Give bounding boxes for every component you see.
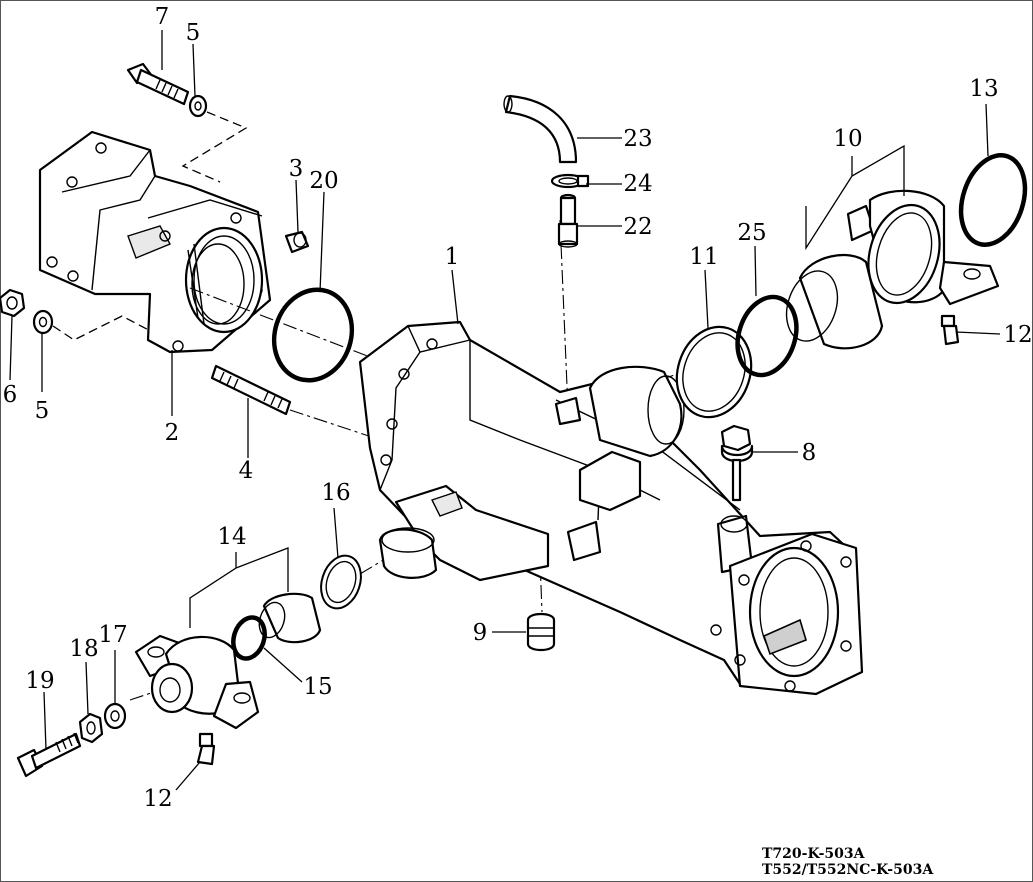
callout-16: 16 xyxy=(321,480,350,506)
callout-5-lower: 5 xyxy=(35,398,50,424)
dipstick-plug-8 xyxy=(720,424,754,502)
washer-5-upper xyxy=(188,94,208,118)
grease-fitting-12-upper xyxy=(940,314,960,346)
seal-11 xyxy=(675,325,753,419)
callout-4: 4 xyxy=(239,458,254,484)
breather-fitting-22 xyxy=(557,193,579,248)
callout-5-upper: 5 xyxy=(186,20,201,46)
o-ring-13 xyxy=(958,153,1028,247)
dowel-pin-3 xyxy=(284,230,310,254)
callout-2: 2 xyxy=(165,420,180,446)
seal-16-inner xyxy=(325,560,357,604)
callout-20: 20 xyxy=(309,168,338,194)
callout-24: 24 xyxy=(623,171,652,197)
callout-19: 19 xyxy=(25,668,54,694)
stud-4 xyxy=(210,364,292,416)
callout-labels: 7 5 3 20 6 5 2 4 1 23 24 22 11 25 10 13 … xyxy=(3,4,1033,812)
leader-lines xyxy=(9,30,1001,791)
axis-line-upper-left xyxy=(189,287,431,381)
callout-18: 18 xyxy=(69,636,98,662)
callout-25: 25 xyxy=(737,220,766,246)
callout-11: 11 xyxy=(689,244,718,270)
bushing-10-sleeve xyxy=(785,254,884,350)
callout-8: 8 xyxy=(802,440,817,466)
axis-line-stud xyxy=(289,409,376,439)
callout-15: 15 xyxy=(303,674,332,700)
axle-housing-1 xyxy=(358,320,864,696)
axis-line-breather xyxy=(559,219,569,411)
callout-1: 1 xyxy=(445,244,460,270)
bushing-14-sleeve xyxy=(258,592,322,644)
assembly-line-nut-6 xyxy=(52,315,161,341)
washer-5-lower xyxy=(32,309,54,335)
o-ring-25 xyxy=(735,294,799,378)
nut-6 xyxy=(0,288,26,318)
seal-16 xyxy=(320,554,362,610)
callout-22: 22 xyxy=(623,214,652,240)
callout-17: 17 xyxy=(98,622,127,648)
callout-12-upper: 12 xyxy=(1003,322,1032,348)
nut-18 xyxy=(78,712,104,744)
plug-9 xyxy=(526,612,556,652)
callout-12-lower: 12 xyxy=(143,786,172,812)
o-ring-20 xyxy=(271,287,355,383)
callout-10: 10 xyxy=(833,126,862,152)
reference-code-1: T720-K-503A xyxy=(762,846,866,862)
clamp-24 xyxy=(550,173,590,189)
bushing-10-bracket xyxy=(846,189,1000,306)
assembly-line-bolt-7 xyxy=(181,111,248,183)
grease-fitting-12-lower xyxy=(196,732,216,766)
callout-7: 7 xyxy=(155,4,170,30)
callout-13: 13 xyxy=(969,76,998,102)
o-ring-15 xyxy=(231,615,267,661)
washer-17 xyxy=(103,702,127,730)
callout-6: 6 xyxy=(3,382,18,408)
callout-23: 23 xyxy=(623,126,652,152)
callout-3: 3 xyxy=(289,156,304,182)
reference-code-2: T552/T552NC-K-503A xyxy=(762,862,934,878)
bolt-19 xyxy=(16,732,82,778)
hose-23 xyxy=(503,94,578,164)
bolt-7 xyxy=(126,62,190,106)
housing-2 xyxy=(38,130,272,354)
bushing-14-bracket xyxy=(134,634,260,730)
callout-9: 9 xyxy=(473,620,488,646)
callout-14: 14 xyxy=(217,524,246,550)
